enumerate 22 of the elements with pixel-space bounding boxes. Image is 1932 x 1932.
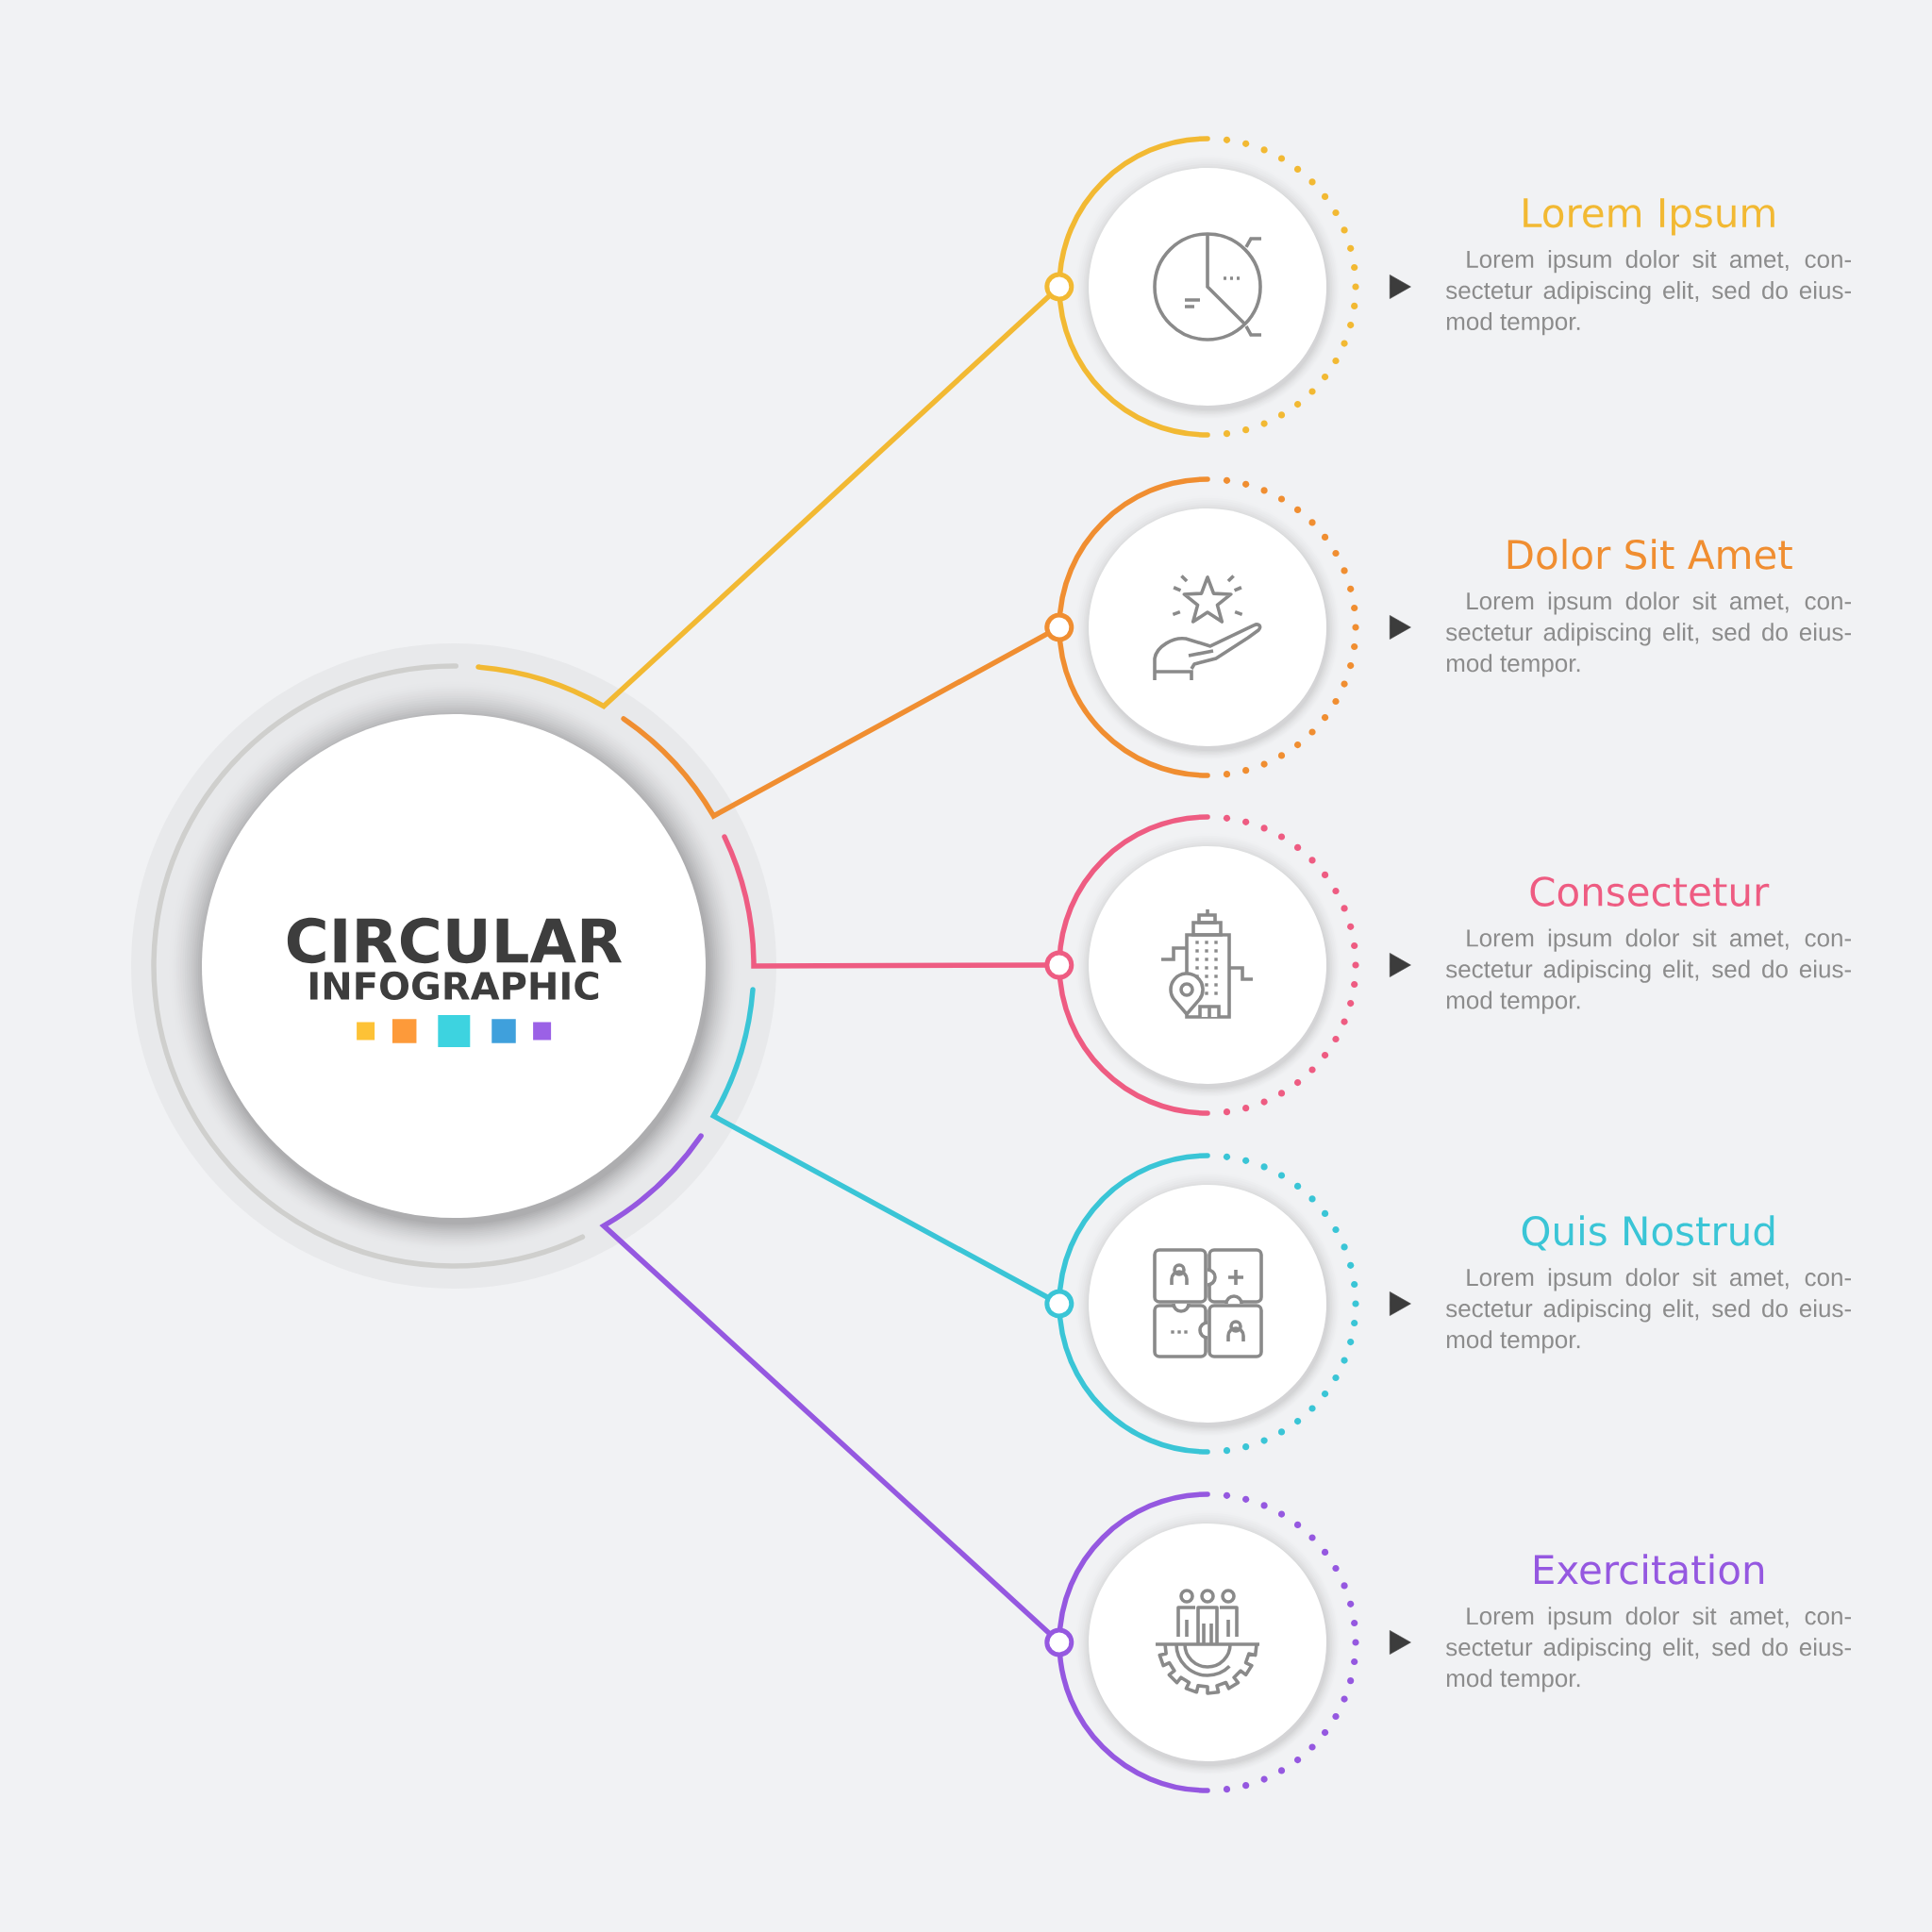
- arrow: [1390, 1291, 1411, 1316]
- connector-line: [601, 1133, 1074, 1657]
- item-title: Consectetur: [1530, 876, 1770, 907]
- connector-line: [710, 987, 1074, 1319]
- arrow: [1390, 1630, 1411, 1655]
- connector-line: [722, 834, 1074, 980]
- item-title: Quis Nostrud: [1522, 1215, 1774, 1251]
- item-title: Lorem Ipsum: [1524, 198, 1774, 236]
- item-title: Dolor Sit Amet: [1507, 539, 1792, 570]
- item-description: Lorem ipsum dolor sit amet, con- sectetur adipiscing elit, sed do eius- mod tempor.: [1445, 928, 1851, 1014]
- subheading: INFOGRAPHIC: [310, 971, 599, 1001]
- item-description: Lorem ipsum dolor sit amet, con- sectetur adipiscing elit, sed do eius- mod tempor.: [1445, 249, 1851, 336]
- connector-line: [621, 612, 1074, 819]
- arrow: [1390, 953, 1411, 977]
- arrow: [1390, 275, 1411, 299]
- connector-line: [475, 272, 1074, 709]
- item-title: Exercitation: [1535, 1554, 1764, 1585]
- item-description: Lorem ipsum dolor sit amet, con- sectetur adipiscing elit, sed do eius- mod tempor.: [1445, 591, 1851, 677]
- item-description: Lorem ipsum dolor sit amet, con- sectetur adipiscing elit, sed do eius- mod tempor.: [1445, 1268, 1851, 1354]
- item-description: Lorem ipsum dolor sit amet, con- sectetur adipiscing elit, sed do eius- mod tempor.: [1445, 1607, 1851, 1692]
- heading: CIRCULAR: [287, 917, 623, 964]
- arrow: [1390, 615, 1411, 640]
